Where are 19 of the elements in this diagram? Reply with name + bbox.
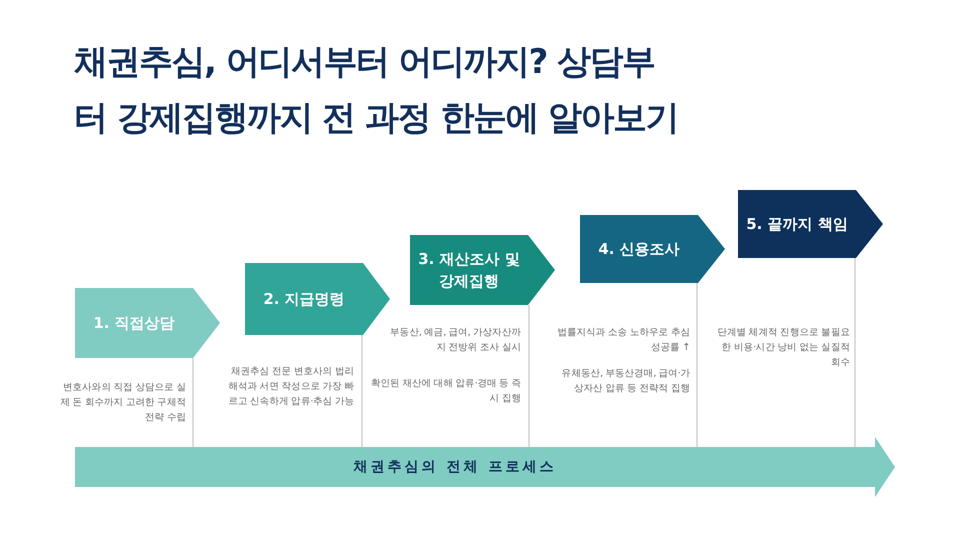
step-description: 부동산, 예금, 급여, 가상자산까지 전방위 조사 실시 (389, 326, 521, 355)
step-title: 4. 신용조사 (597, 239, 681, 260)
process-label: 채권추심의 전체 프로세스 (354, 458, 556, 477)
connector-line (854, 258, 856, 447)
step-description: 확인된 재산에 대해 압류·경매 등 즉시 집행 (370, 377, 521, 406)
step-title: 3. 재산조사 및 강제집행 (417, 249, 521, 292)
connector-line (192, 358, 194, 447)
connector-line (696, 283, 698, 447)
step-description: 단계별 체계적 진행으로 불필요한 비용·시간 낭비 없는 실질적 회수 (716, 326, 850, 370)
step-description: 법률지식과 소송 노하우로 추심 성공률 ↑ (556, 326, 690, 355)
connector-line (528, 305, 530, 447)
step-description: 채권추심 전문 변호사의 법리 해석과 서면 작성으로 가장 빠르고 신속하게 압류·추심 가능 (227, 365, 354, 409)
step-description: 변호사와의 직접 상담으로 실제 돈 회수까지 고려한 구체적 전략 수립 (60, 381, 186, 425)
step-description: 유체동산, 부동산경매, 급여·가상자산 압류 등 전략적 집행 (560, 367, 690, 396)
step-title: 1. 직접상담 (92, 313, 176, 334)
title: 채권추심, 어디서부터 어디까지? 상담부터 강제집행까지 전 과정 한눈에 알아보기 (74, 41, 680, 140)
step-title: 2. 지급명령 (262, 289, 346, 310)
step-title: 5. 끝까지 책임 (745, 214, 849, 235)
connector-line (361, 335, 363, 447)
